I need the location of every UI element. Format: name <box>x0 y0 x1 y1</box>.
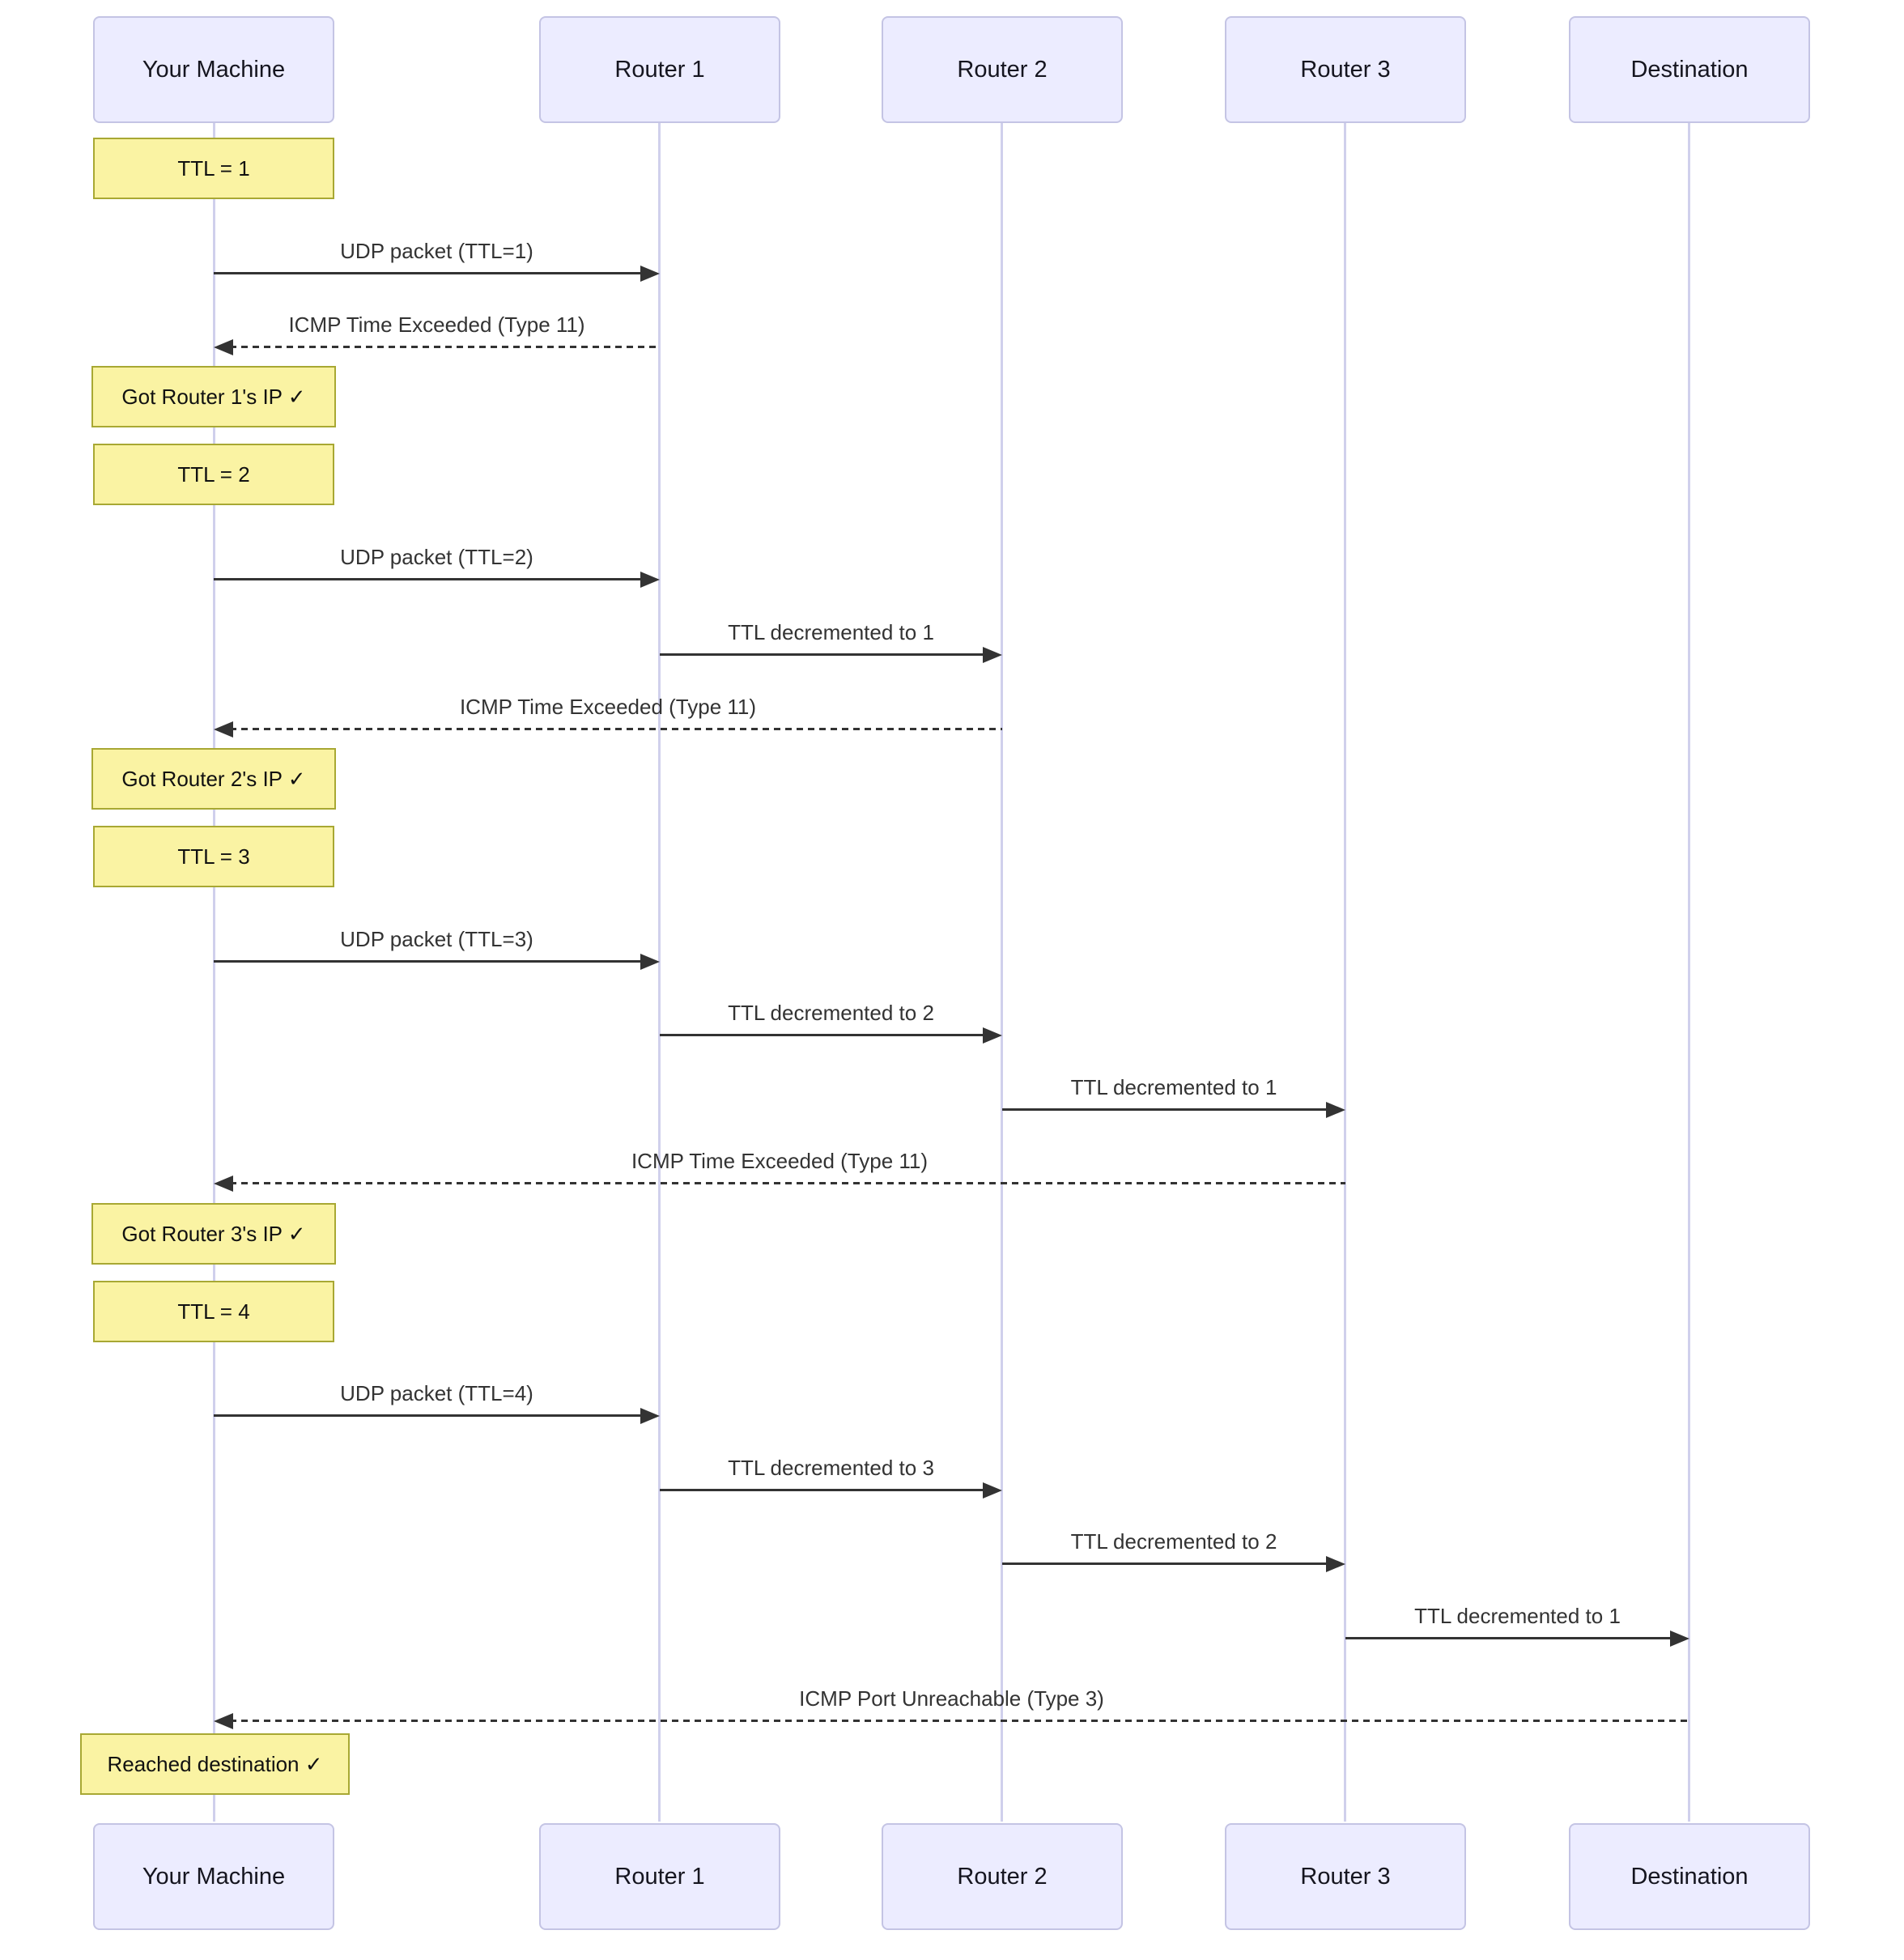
participant-label: Router 3 <box>1300 1863 1391 1890</box>
note-text: TTL = 4 <box>177 1299 250 1324</box>
message-line <box>214 272 644 274</box>
arrowhead-right-icon <box>1326 1102 1345 1118</box>
participant-label: Router 1 <box>614 1863 705 1890</box>
message-label: UDP packet (TTL=3) <box>340 927 533 951</box>
participant-box-router-3-bottom: Router 3 <box>1225 1823 1466 1930</box>
note-text: Got Router 1's IP ✓ <box>121 384 306 409</box>
message-label: TTL decremented to 1 <box>728 620 934 644</box>
arrowhead-right-icon <box>640 1408 660 1424</box>
message-label: TTL decremented to 2 <box>728 1001 934 1025</box>
participant-box-destination-bottom: Destination <box>1569 1823 1810 1930</box>
participant-box-router-1-bottom: Router 1 <box>539 1823 780 1930</box>
participant-label: Router 1 <box>614 56 705 83</box>
note-text: Reached destination ✓ <box>107 1751 323 1776</box>
message-label: ICMP Time Exceeded (Type 11) <box>631 1149 929 1173</box>
lifeline-your-machine <box>213 121 215 1822</box>
message-label: TTL decremented to 1 <box>1414 1604 1621 1628</box>
message-line <box>230 346 660 348</box>
participant-box-router-2-bottom: Router 2 <box>882 1823 1123 1930</box>
participant-box-your-machine-bottom: Your Machine <box>93 1823 334 1930</box>
message-label: UDP packet (TTL=2) <box>340 545 533 569</box>
lifeline-router-2 <box>1001 121 1003 1822</box>
note-reached-destination: Reached destination ✓ <box>80 1733 350 1795</box>
participant-label: Destination <box>1630 56 1749 83</box>
lifeline-router-1 <box>658 121 661 1822</box>
participant-label: Destination <box>1630 1863 1749 1890</box>
note-got-router-3-ip: Got Router 3's IP ✓ <box>91 1203 336 1265</box>
arrowhead-left-icon <box>214 1713 233 1729</box>
arrowhead-left-icon <box>214 339 233 355</box>
note-ttl-4: TTL = 4 <box>93 1281 334 1342</box>
note-text: Got Router 2's IP ✓ <box>121 766 306 791</box>
note-text: TTL = 3 <box>177 844 250 869</box>
note-got-router-2-ip: Got Router 2's IP ✓ <box>91 748 336 810</box>
arrowhead-right-icon <box>983 647 1002 663</box>
participant-label: Your Machine <box>142 56 286 83</box>
participant-box-router-3-top: Router 3 <box>1225 16 1466 123</box>
message-line <box>1345 1637 1673 1639</box>
message-label: ICMP Time Exceeded (Type 11) <box>459 695 757 719</box>
arrowhead-left-icon <box>214 721 233 738</box>
participant-box-destination-top: Destination <box>1569 16 1810 123</box>
participant-label: Router 3 <box>1300 56 1391 83</box>
note-text: TTL = 1 <box>177 155 250 181</box>
message-line <box>230 728 1002 730</box>
note-got-router-1-ip: Got Router 1's IP ✓ <box>91 366 336 427</box>
arrowhead-right-icon <box>640 266 660 282</box>
arrowhead-right-icon <box>640 954 660 970</box>
participant-label: Your Machine <box>142 1863 286 1890</box>
lifeline-destination <box>1688 121 1690 1822</box>
participant-label: Router 2 <box>957 56 1048 83</box>
participant-box-your-machine-top: Your Machine <box>93 16 334 123</box>
message-line <box>660 1034 986 1036</box>
lifeline-router-3 <box>1344 121 1346 1822</box>
participant-box-router-1-top: Router 1 <box>539 16 780 123</box>
participant-box-router-2-top: Router 2 <box>882 16 1123 123</box>
message-line <box>660 1489 986 1491</box>
arrowhead-right-icon <box>983 1482 1002 1499</box>
participant-label: Router 2 <box>957 1863 1048 1890</box>
message-line <box>660 653 986 656</box>
note-text: Got Router 3's IP ✓ <box>121 1221 306 1246</box>
note-text: TTL = 2 <box>177 461 250 487</box>
message-label: TTL decremented to 1 <box>1070 1075 1277 1099</box>
message-line <box>1002 1562 1329 1565</box>
message-line <box>230 1720 1689 1722</box>
message-line <box>214 960 644 963</box>
message-label: ICMP Port Unreachable (Type 3) <box>799 1686 1104 1711</box>
note-ttl-2: TTL = 2 <box>93 444 334 505</box>
arrowhead-right-icon <box>1670 1630 1689 1647</box>
arrowhead-right-icon <box>1326 1556 1345 1572</box>
message-line <box>214 1414 644 1417</box>
arrowhead-right-icon <box>983 1027 1002 1044</box>
message-line <box>214 578 644 580</box>
arrowhead-left-icon <box>214 1176 233 1192</box>
message-line <box>1002 1108 1329 1111</box>
arrowhead-right-icon <box>640 572 660 588</box>
message-label: ICMP Time Exceeded (Type 11) <box>288 312 585 337</box>
note-ttl-1: TTL = 1 <box>93 138 334 199</box>
message-label: TTL decremented to 3 <box>728 1456 934 1480</box>
note-ttl-3: TTL = 3 <box>93 826 334 887</box>
message-label: TTL decremented to 2 <box>1070 1529 1277 1554</box>
message-label: UDP packet (TTL=4) <box>340 1381 533 1405</box>
message-line <box>230 1182 1345 1184</box>
message-label: UDP packet (TTL=1) <box>340 239 533 263</box>
